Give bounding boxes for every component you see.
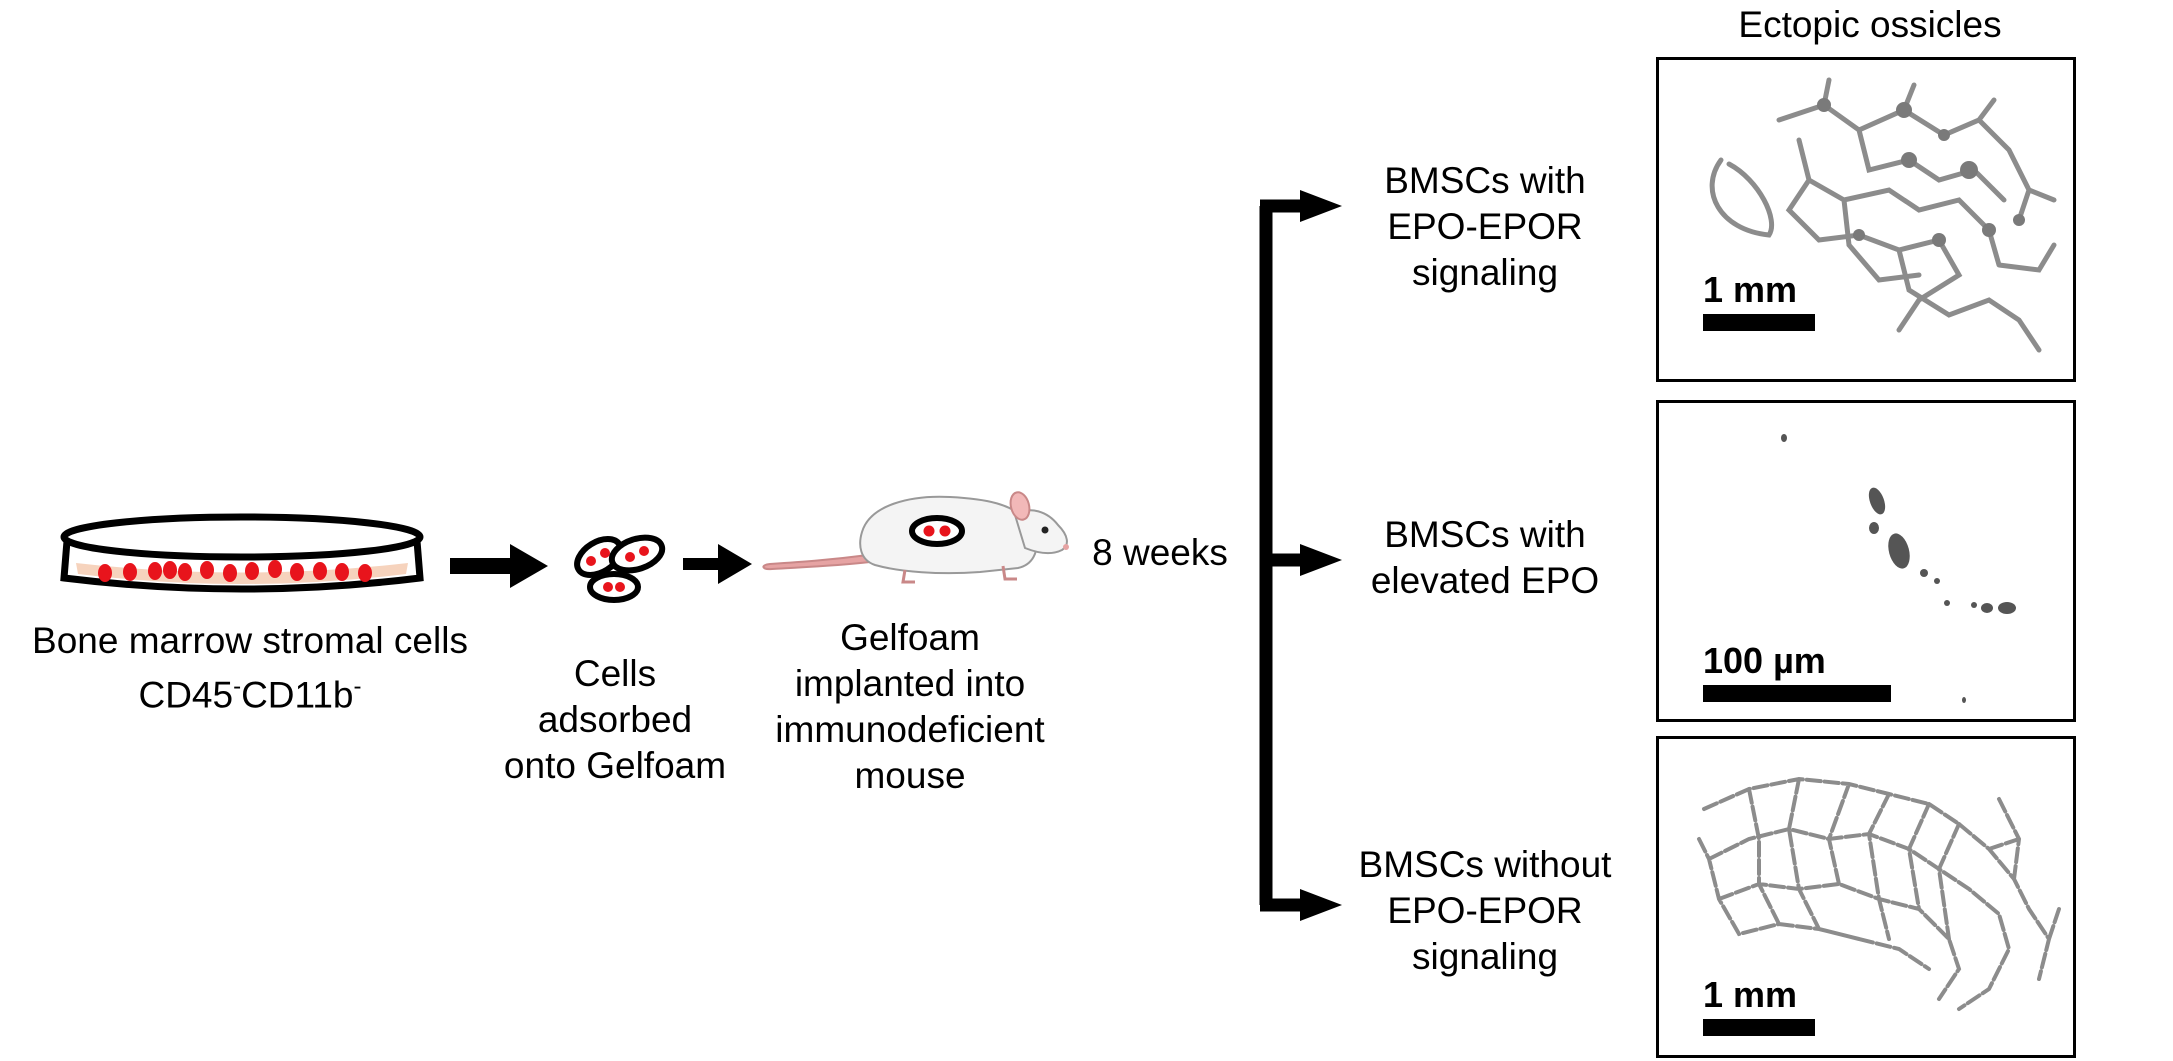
cd11b-sup: - — [353, 673, 362, 700]
branch-label-with-epor: BMSCs with EPO-EPOR signaling — [1340, 158, 1630, 296]
branch2-line1: BMSCs with — [1384, 514, 1586, 555]
ossicle-panel-with-epor: 1 mm — [1656, 57, 2076, 382]
gelfoam-piece-3 — [587, 571, 641, 603]
branch-label-without-epor: BMSCs without EPO-EPOR signaling — [1330, 842, 1640, 980]
scale-bar-line-panel1 — [1703, 314, 1815, 331]
scale-bar-line-panel2 — [1703, 685, 1891, 702]
dish-cell — [148, 562, 162, 580]
scale-bar-label-panel3: 1 mm — [1703, 974, 1798, 1015]
ossicle-panel-elevated-epo: 100 µm — [1656, 400, 2076, 722]
gelfoam-piece-2 — [608, 534, 666, 574]
arrow-dish-to-foam — [450, 544, 548, 588]
dish-cell — [98, 564, 112, 582]
dish-cell — [245, 562, 259, 580]
adsorbed-line3: onto Gelfoam — [503, 745, 727, 786]
adsorbed-line2: adsorbed — [537, 699, 693, 740]
duration-label: 8 weeks — [1092, 532, 1228, 573]
bmsc-label: Bone marrow stromal cells CD45-CD11b- — [0, 618, 500, 718]
ossicle-panel-without-epor: 1 mm — [1656, 736, 2076, 1058]
dish-cell — [313, 562, 327, 580]
dish-cell — [223, 564, 237, 582]
dish-cell — [178, 563, 192, 581]
scale-bar-label-panel2: 100 µm — [1703, 640, 1826, 681]
dish-cell — [200, 561, 214, 579]
implanted-label: Gelfoam implanted into immunodeficient m… — [760, 615, 1060, 799]
branch2-line2: elevated EPO — [1370, 560, 1600, 601]
implanted-line2: implanted into — [794, 663, 1026, 704]
scale-bar-panel1: 1 mm — [1703, 270, 1815, 331]
arrow-foam-to-mouse — [683, 544, 752, 584]
cd45-marker: CD45 — [138, 674, 234, 716]
branch-label-elevated-epo: BMSCs with elevated EPO — [1340, 512, 1630, 604]
implanted-line4: mouse — [854, 755, 966, 796]
adsorbed-label: Cells adsorbed onto Gelfoam — [470, 651, 760, 789]
adsorbed-line1: Cells — [573, 653, 657, 694]
mouse-illustration — [762, 491, 1069, 584]
dish-cells — [98, 560, 372, 582]
implanted-line1: Gelfoam — [840, 617, 980, 658]
dish-cell — [290, 563, 304, 581]
cd45-sup: - — [233, 673, 242, 700]
gelfoam-pieces — [574, 534, 666, 603]
dish-cell — [163, 561, 177, 579]
branch3-line3: signaling — [1411, 936, 1559, 977]
culture-dish — [60, 513, 424, 593]
branch-bracket — [1259, 190, 1342, 921]
dish-cell — [358, 564, 372, 582]
scale-bar-panel2: 100 µm — [1703, 641, 1891, 702]
ossicle-render-2 — [1781, 434, 2016, 703]
branch1-line2: EPO-EPOR — [1387, 206, 1583, 247]
scale-bar-label-panel1: 1 mm — [1703, 269, 1798, 310]
branch3-line1: BMSCs without — [1358, 844, 1612, 885]
ectopic-ossicles-title: Ectopic ossicles — [1738, 4, 2002, 45]
dish-cell — [268, 560, 282, 578]
bmsc-label-line1: Bone marrow stromal cells — [32, 620, 468, 661]
branch1-line3: signaling — [1411, 252, 1559, 293]
ossicle-render-3 — [1697, 776, 2061, 1011]
dish-cell — [123, 563, 137, 581]
branch1-line1: BMSCs with — [1384, 160, 1586, 201]
branch3-line2: EPO-EPOR — [1387, 890, 1583, 931]
scale-bar-line-panel3 — [1703, 1019, 1815, 1036]
implanted-line3: immunodeficient — [775, 709, 1045, 750]
scale-bar-panel3: 1 mm — [1703, 975, 1815, 1036]
dish-cell — [335, 563, 349, 581]
ossicle-render-1 — [1709, 77, 2057, 353]
cd11b-marker: CD11b — [241, 674, 354, 716]
